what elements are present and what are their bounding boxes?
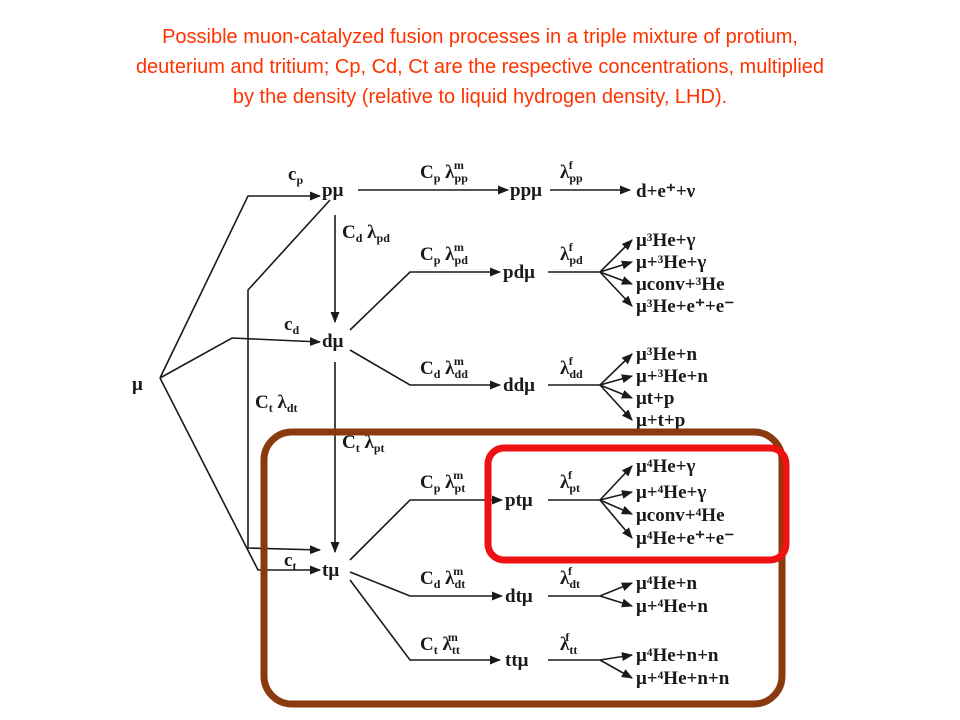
tt-mu-label: ttμ	[505, 650, 529, 671]
root-muon-label: μ	[132, 374, 143, 395]
d-mu-label: dμ	[322, 331, 344, 352]
product-labels: d+e⁺+ν μ³He+γ μ+³He+γ μconv+³He μ³He+e⁺+…	[636, 181, 734, 689]
molecule-arrows	[349, 185, 510, 665]
pp-mu-label: ppμ	[510, 180, 542, 201]
svg-text:λdtf: λdtf	[560, 564, 580, 591]
title-line-2: deuterium and tritium; Cp, Cd, Ct are th…	[135, 56, 825, 78]
svg-text:Cd λpd: Cd λpd	[342, 222, 390, 245]
svg-text:Cp λpdm: Cp λpdm	[420, 240, 468, 267]
product-dd-2: μt+p	[636, 388, 675, 409]
svg-text:λttf: λttf	[560, 630, 577, 657]
t-mu-label: tμ	[322, 560, 339, 581]
product-pd-1: μ+³He+γ	[636, 252, 706, 273]
pt-mu-label: ptμ	[505, 490, 533, 511]
p-mu-label: pμ	[322, 180, 344, 201]
svg-text:λddf: λddf	[560, 354, 583, 381]
fusion-arrows	[548, 185, 634, 679]
product-tt-0: μ⁴He+n+n	[636, 645, 719, 666]
svg-text:Ct λdt: Ct λdt	[255, 392, 298, 415]
svg-text:cp: cp	[288, 164, 303, 187]
svg-text:Cp λptm: Cp λptm	[420, 468, 465, 495]
pt-fusion-highlight-box	[484, 444, 790, 564]
product-pp-0: d+e⁺+ν	[636, 181, 696, 202]
rate-labels: cp cd ct Cd λpd Ct λdt Ct λpt Cp λppm Cp…	[255, 158, 583, 657]
page-title: Possible muon-catalyzed fusion processes…	[0, 22, 960, 112]
svg-text:ct: ct	[284, 550, 296, 573]
product-tt-1: μ+⁴He+n+n	[636, 668, 730, 689]
product-dt-0: μ⁴He+n	[636, 573, 698, 594]
svg-text:λppf: λppf	[560, 158, 583, 185]
svg-text:λptf: λptf	[560, 468, 580, 495]
product-pt-0: μ⁴He+γ	[636, 456, 696, 477]
svg-text:Cd λddm: Cd λddm	[420, 354, 468, 381]
svg-text:Ct λpt: Ct λpt	[342, 432, 385, 455]
product-dd-1: μ+³He+n	[636, 366, 708, 387]
product-pd-2: μconv+³He	[636, 274, 725, 295]
product-dt-1: μ+⁴He+n	[636, 596, 708, 617]
transfer-arrows	[247, 199, 340, 555]
product-pd-3: μ³He+e⁺+e⁻	[636, 296, 734, 317]
title-line-1: Possible muon-catalyzed fusion processes…	[162, 26, 798, 48]
dd-mu-label: ddμ	[503, 375, 535, 396]
product-pt-1: μ+⁴He+γ	[636, 482, 706, 503]
pd-mu-label: pdμ	[503, 262, 535, 283]
svg-text:Ct λttm: Ct λttm	[420, 630, 460, 657]
product-dd-3: μ+t+p	[636, 410, 685, 431]
dt-mu-label: dtμ	[505, 586, 533, 607]
title-line-3: by the density (relative to liquid hydro…	[232, 86, 728, 108]
tritium-branch-highlight-box	[260, 428, 786, 708]
svg-text:Cd λdtm: Cd λdtm	[420, 564, 465, 591]
product-dd-0: μ³He+n	[636, 344, 698, 365]
svg-text:cd: cd	[284, 314, 299, 337]
product-pt-2: μconv+⁴He	[636, 505, 725, 526]
product-pt-3: μ⁴He+e⁺+e⁻	[636, 528, 734, 549]
svg-text:λpdf: λpdf	[560, 240, 583, 267]
svg-text:Cp λppm: Cp λppm	[420, 158, 468, 185]
node-labels: μ pμ dμ tμ ppμ pdμ ddμ ptμ dtμ ttμ	[132, 180, 542, 671]
root-branches	[159, 191, 322, 575]
product-pd-0: μ³He+γ	[636, 230, 696, 251]
